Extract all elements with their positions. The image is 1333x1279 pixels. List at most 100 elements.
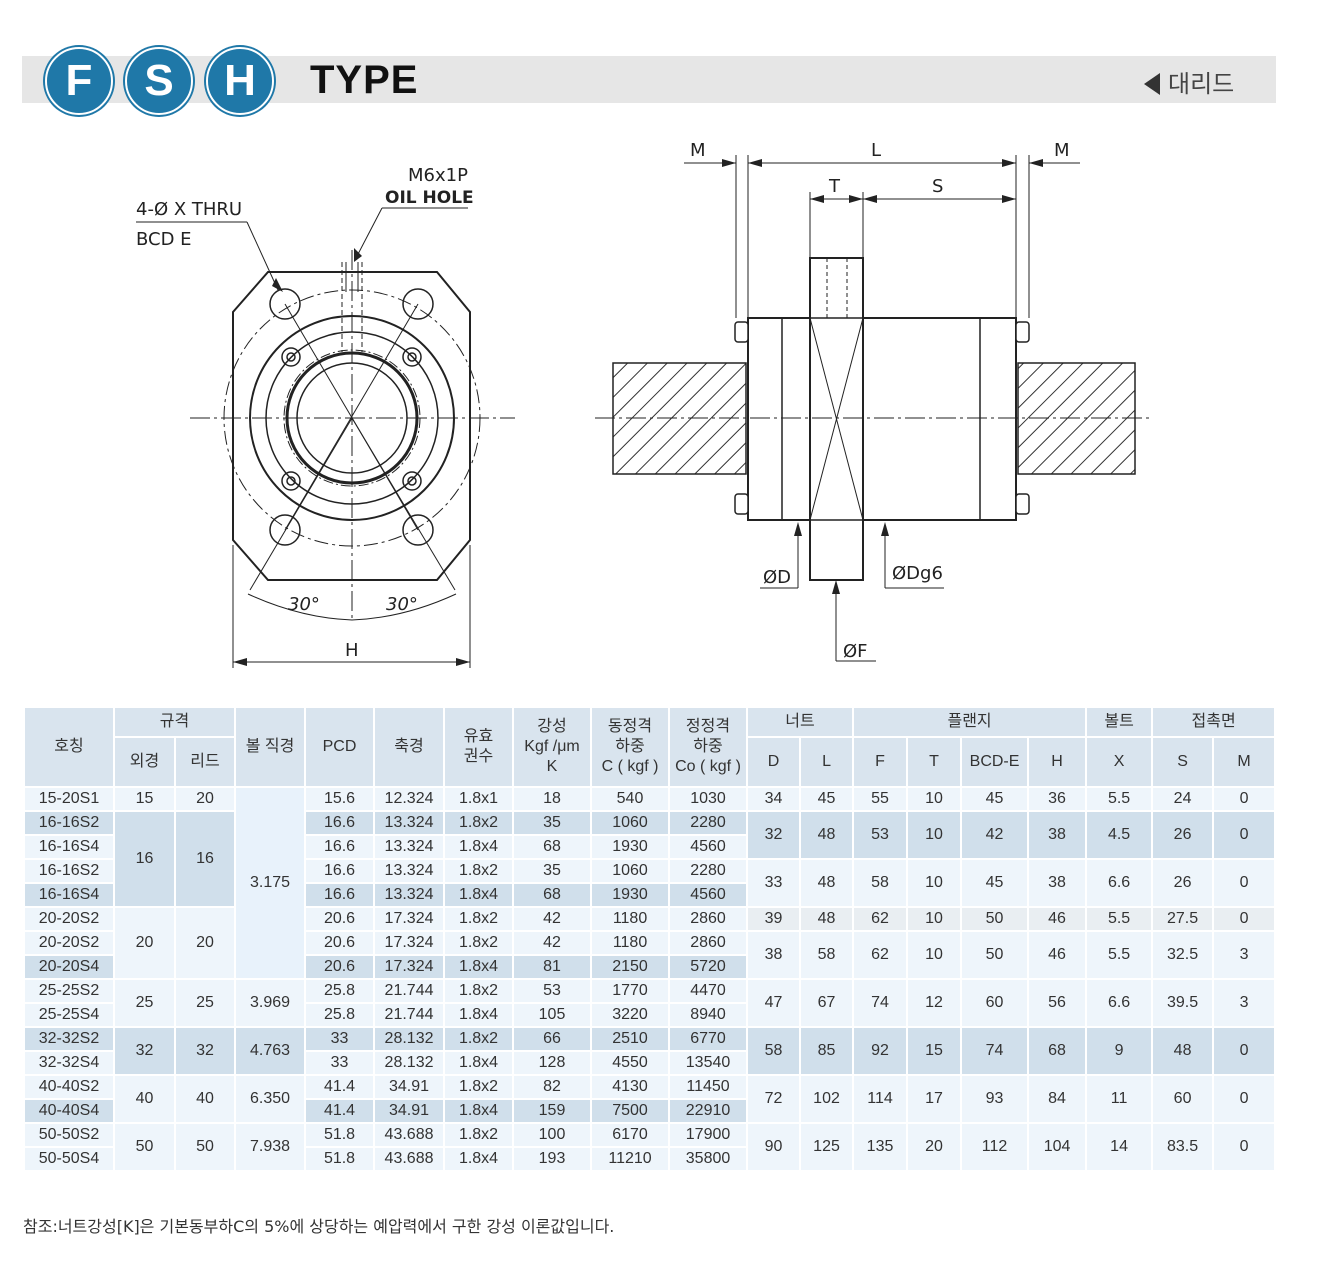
cell-f: 55 bbox=[852, 786, 909, 812]
cell-root: 34.91 bbox=[373, 1074, 446, 1100]
table-row: 20-20S4 20.6 17.324 1.8x4 81 2150 5720 bbox=[23, 954, 1275, 980]
cell-pcd: 16.6 bbox=[304, 882, 376, 908]
cell-turns: 1.8x4 bbox=[443, 1002, 515, 1028]
cell-model: 40-40S4 bbox=[23, 1098, 115, 1124]
cell-pcd: 25.8 bbox=[304, 1002, 376, 1028]
cell-bcd: 45 bbox=[960, 858, 1030, 908]
cell-m: 0 bbox=[1212, 786, 1277, 812]
cell-l: 48 bbox=[799, 906, 855, 932]
cell-outer: 50 bbox=[113, 1122, 176, 1172]
cell-lead: 50 bbox=[173, 1122, 237, 1172]
cell-s: 83.5 bbox=[1151, 1122, 1215, 1172]
header-col-x: X bbox=[1085, 736, 1154, 788]
header-stiffness-2: Kgf /μm bbox=[524, 738, 580, 755]
cell-stiffness: 53 bbox=[512, 978, 593, 1004]
cell-t: 12 bbox=[906, 978, 963, 1028]
cell-bcd: 50 bbox=[960, 906, 1030, 932]
cell-turns: 1.8x2 bbox=[443, 1026, 515, 1052]
cell-dynamic: 1770 bbox=[590, 978, 671, 1004]
cell-l: 85 bbox=[799, 1026, 855, 1076]
cell-static: 4560 bbox=[668, 882, 749, 908]
spec-table-body: 15-20S1 15 20 3.175 15.6 12.324 1.8x1 18… bbox=[23, 786, 1277, 1172]
t-dimension-label: T bbox=[828, 176, 841, 197]
back-link[interactable]: 대리드 bbox=[1144, 64, 1234, 99]
cell-model: 25-25S2 bbox=[23, 978, 115, 1004]
cell-lead: 40 bbox=[173, 1074, 237, 1124]
cell-stiffness: 105 bbox=[512, 1002, 593, 1028]
cell-dynamic: 6170 bbox=[590, 1122, 671, 1148]
cell-root: 43.688 bbox=[373, 1122, 446, 1148]
cell-stiffness: 18 bbox=[512, 786, 593, 812]
cell-root: 43.688 bbox=[373, 1146, 446, 1172]
cell-static: 22910 bbox=[668, 1098, 749, 1124]
header-static-load-1: 정정격 bbox=[685, 718, 731, 735]
cell-model: 32-32S2 bbox=[23, 1026, 115, 1052]
header-col-h: H bbox=[1027, 736, 1088, 788]
header-flange: 플랜지 bbox=[852, 706, 1088, 738]
header-col-d: D bbox=[746, 736, 802, 788]
cell-dynamic: 1060 bbox=[590, 810, 671, 836]
cell-h: 84 bbox=[1027, 1074, 1088, 1124]
cell-d: 33 bbox=[746, 858, 802, 908]
cell-pcd: 51.8 bbox=[304, 1146, 376, 1172]
cell-l: 58 bbox=[799, 930, 855, 980]
table-row: 20-20S2 20 20 20.6 17.324 1.8x2 42 1180 … bbox=[23, 906, 1277, 980]
header-col-l: L bbox=[799, 736, 855, 788]
header-spec: 규격 bbox=[112, 706, 237, 738]
letter-badge-h: H bbox=[206, 47, 274, 115]
cell-stiffness: 100 bbox=[512, 1122, 593, 1148]
cell-s: 24 bbox=[1151, 786, 1215, 812]
table-row: 25-25S4 25.8 21.744 1.8x4 105 3220 8940 bbox=[23, 1002, 1275, 1028]
front-view bbox=[136, 207, 515, 668]
cell-turns: 1.8x4 bbox=[443, 1050, 515, 1076]
cell-turns: 1.8x2 bbox=[443, 978, 515, 1004]
cell-f: 74 bbox=[852, 978, 909, 1028]
cell-pcd: 20.6 bbox=[304, 954, 376, 980]
header-static-load-2: 하중 bbox=[693, 738, 723, 755]
cell-t: 15 bbox=[906, 1026, 963, 1076]
cell-root: 13.324 bbox=[373, 882, 446, 908]
table-row: 50-50S4 51.8 43.688 1.8x4 193 11210 3580… bbox=[23, 1146, 1275, 1172]
footnote: 참조:너트강성[K]은 기본동부하C의 5%에 상당하는 예압력에서 구한 강성… bbox=[23, 1217, 615, 1236]
cell-dynamic: 1930 bbox=[590, 882, 671, 908]
cell-pcd: 41.4 bbox=[304, 1098, 376, 1124]
cell-x: 5.5 bbox=[1085, 906, 1154, 932]
cell-s: 60 bbox=[1151, 1074, 1215, 1124]
cell-bcd: 112 bbox=[960, 1122, 1030, 1172]
cell-turns: 1.8x2 bbox=[443, 810, 515, 836]
cell-static: 5720 bbox=[668, 954, 749, 980]
cell-ball: 7.938 bbox=[234, 1122, 307, 1172]
cell-dynamic: 11210 bbox=[590, 1146, 671, 1172]
cell-static: 8940 bbox=[668, 1002, 749, 1028]
cell-turns: 1.8x4 bbox=[443, 834, 515, 860]
cell-stiffness: 35 bbox=[512, 858, 593, 884]
cell-f: 53 bbox=[852, 810, 909, 860]
cell-s: 48 bbox=[1151, 1026, 1215, 1076]
cell-pcd: 25.8 bbox=[304, 978, 376, 1004]
cell-m: 0 bbox=[1212, 1074, 1277, 1124]
cell-pcd: 41.4 bbox=[304, 1074, 376, 1100]
table-row: 16-16S4 16.6 13.324 1.8x4 68 1930 4560 bbox=[23, 882, 1275, 908]
front-view-arrows bbox=[233, 248, 470, 666]
angle-left-label: 30° bbox=[288, 594, 320, 615]
cell-outer: 15 bbox=[113, 786, 176, 812]
cell-d: 34 bbox=[746, 786, 802, 812]
cell-f: 62 bbox=[852, 930, 909, 980]
s-dimension-label: S bbox=[932, 176, 943, 197]
cell-s: 26 bbox=[1151, 858, 1215, 908]
cell-l: 67 bbox=[799, 978, 855, 1028]
cell-h: 104 bbox=[1027, 1122, 1088, 1172]
header-root-diameter: 축경 bbox=[373, 706, 446, 788]
cell-h: 46 bbox=[1027, 906, 1088, 932]
cell-dynamic: 1180 bbox=[590, 906, 671, 932]
cell-turns: 1.8x4 bbox=[443, 882, 515, 908]
cell-stiffness: 68 bbox=[512, 834, 593, 860]
header-col-bcd-e: BCD-E bbox=[960, 736, 1030, 788]
cell-model: 20-20S2 bbox=[23, 930, 115, 956]
header-turns-1: 유효 bbox=[463, 728, 494, 745]
cell-d: 38 bbox=[746, 930, 802, 980]
cell-h: 36 bbox=[1027, 786, 1088, 812]
cell-l: 45 bbox=[799, 786, 855, 812]
cell-stiffness: 42 bbox=[512, 906, 593, 932]
cell-static: 11450 bbox=[668, 1074, 749, 1100]
